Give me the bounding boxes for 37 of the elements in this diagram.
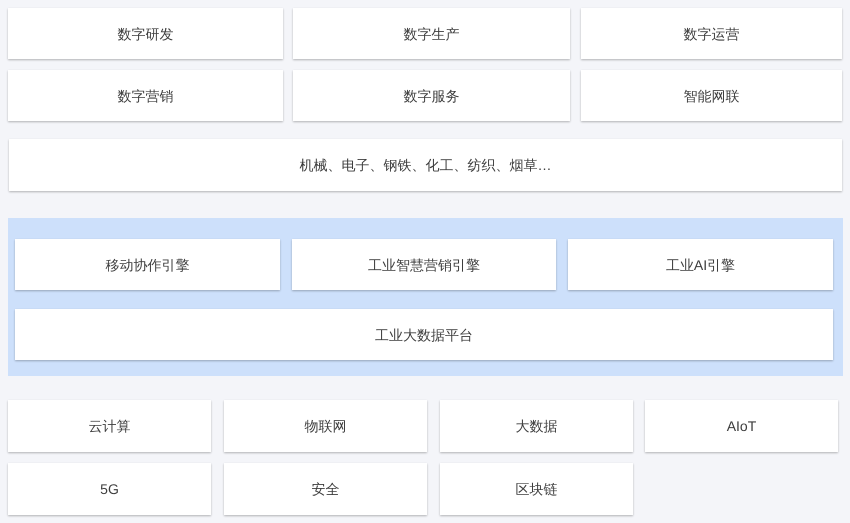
module-card <box>440 400 633 452</box>
module-card <box>440 463 633 515</box>
module-card <box>8 400 211 452</box>
module-card <box>224 463 427 515</box>
module-label: 数字营销 <box>118 86 174 104</box>
module-card <box>9 139 842 191</box>
platform-band <box>8 218 843 376</box>
module-label: 数字研发 <box>118 24 174 42</box>
module-card <box>581 70 842 121</box>
module-label: AIoT <box>726 417 756 435</box>
module-card <box>292 239 556 290</box>
module-label: 工业大数据平台 <box>375 326 473 344</box>
module-card <box>8 8 283 59</box>
module-card <box>15 239 280 290</box>
module-card <box>645 400 838 452</box>
module-card <box>293 70 570 121</box>
module-label: 区块链 <box>516 480 558 498</box>
module-card <box>8 70 283 121</box>
module-label: 工业智慧营销引擎 <box>368 256 480 274</box>
module-card <box>224 400 427 452</box>
module-label: 移动协作引擎 <box>106 256 190 274</box>
module-card <box>293 8 570 59</box>
module-label: 云计算 <box>88 417 130 435</box>
module-label: 物联网 <box>304 417 346 435</box>
module-label: 机械、电子、钢铁、化工、纺织、烟草… <box>300 156 552 174</box>
module-card <box>15 309 833 360</box>
module-card <box>8 463 211 515</box>
module-card <box>581 8 842 59</box>
module-label: 工业AI引擎 <box>666 256 736 274</box>
module-card <box>568 239 833 290</box>
module-label: 数字生产 <box>404 24 460 42</box>
module-label: 数字运营 <box>684 24 740 42</box>
module-label: 数字服务 <box>404 86 460 104</box>
module-label: 5G <box>100 480 119 498</box>
module-label: 大数据 <box>516 417 558 435</box>
module-label: 智能网联 <box>684 86 740 104</box>
module-label: 安全 <box>312 480 340 498</box>
